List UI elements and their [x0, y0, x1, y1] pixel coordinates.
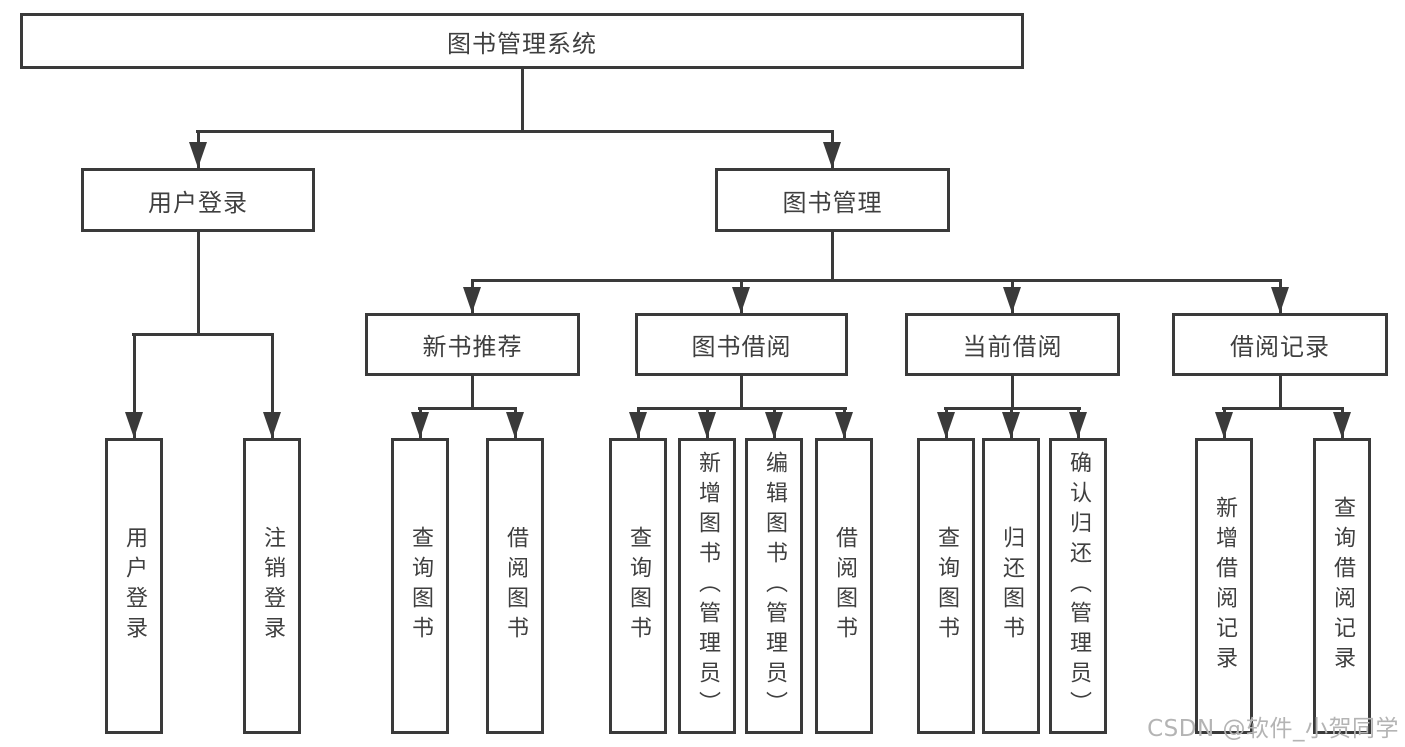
node-new-book-recommend-label: 新书推荐 [422, 333, 523, 361]
connector-new-book-recommend-stem [471, 376, 474, 410]
arrowhead-user-login [189, 142, 207, 168]
node-user-login: 用户登录 [81, 168, 315, 232]
arrowhead-book-management [823, 142, 841, 168]
connector-new-book-recommend-branch [418, 407, 517, 410]
arrowhead-recommend-borrow [506, 412, 524, 438]
connector-root-stem [521, 69, 524, 133]
node-new-book-recommend: 新书推荐 [365, 313, 580, 376]
leaf-current-return-book: 归还图书 [982, 438, 1040, 734]
node-book-management: 图书管理 [715, 168, 950, 232]
connector-book-borrow-stem [740, 376, 743, 410]
leaf-current-confirm-return-label: 确认归还（管理员） [1066, 451, 1091, 721]
arrowhead-leaf-logout [263, 412, 281, 438]
connector-borrow-record-stem [1279, 376, 1282, 410]
leaf-current-query-book-label: 查询图书 [934, 526, 959, 646]
leaf-borrow-add-book-label: 新增图书（管理员） [695, 451, 720, 721]
connector-current-borrow-stem [1011, 376, 1014, 410]
arrowhead-current-return [1002, 412, 1020, 438]
leaf-record-add-record-label: 新增借阅记录 [1212, 496, 1237, 676]
node-book-borrow: 图书借阅 [635, 313, 848, 376]
connector-user-login-branch [132, 333, 274, 336]
connector-arrow-leaf-logout-line [271, 333, 274, 438]
arrowhead-borrow-borrow [835, 412, 853, 438]
leaf-record-add-record: 新增借阅记录 [1195, 438, 1253, 734]
node-borrow-record: 借阅记录 [1172, 313, 1388, 376]
node-root-label: 图书管理系统 [447, 29, 597, 58]
arrowhead-current-confirm [1069, 412, 1087, 438]
arrowhead-recommend-query [411, 412, 429, 438]
connector-root-branch [196, 130, 834, 133]
leaf-borrow-borrow-book-label: 借阅图书 [832, 526, 857, 646]
csdn-watermark: CSDN @软件_小贺同学 [1147, 716, 1399, 742]
connector-book-borrow-branch [637, 407, 847, 410]
leaf-current-query-book: 查询图书 [917, 438, 975, 734]
node-user-login-label: 用户登录 [148, 188, 248, 217]
arrowhead-borrow-edit [765, 412, 783, 438]
leaf-borrow-edit-book: 编辑图书（管理员） [745, 438, 803, 734]
leaf-recommend-query-book: 查询图书 [391, 438, 449, 734]
leaf-user-login-label: 用户登录 [122, 526, 147, 646]
node-current-borrow: 当前借阅 [905, 313, 1120, 376]
node-borrow-record-label: 借阅记录 [1230, 333, 1330, 361]
connector-book-management-stem [831, 232, 834, 282]
leaf-record-query-record: 查询借阅记录 [1313, 438, 1371, 734]
leaf-current-return-book-label: 归还图书 [999, 526, 1024, 646]
leaf-recommend-borrow-book: 借阅图书 [486, 438, 544, 734]
connector-borrow-record-branch [1222, 407, 1344, 410]
connector-user-login-stem [197, 232, 200, 336]
node-book-borrow-label: 图书借阅 [691, 333, 792, 361]
arrowhead-current-borrow [1003, 287, 1021, 313]
leaf-borrow-query-book: 查询图书 [609, 438, 667, 734]
leaf-borrow-edit-book-label: 编辑图书（管理员） [762, 451, 787, 721]
arrowhead-current-query [937, 412, 955, 438]
connector-arrow-leaf-user-login-line [133, 333, 136, 438]
arrowhead-borrow-query [629, 412, 647, 438]
leaf-recommend-borrow-book-label: 借阅图书 [503, 526, 528, 646]
leaf-logout-label: 注销登录 [260, 526, 285, 646]
leaf-borrow-query-book-label: 查询图书 [626, 526, 651, 646]
node-current-borrow-label: 当前借阅 [962, 333, 1063, 361]
arrowhead-record-add [1215, 412, 1233, 438]
leaf-borrow-add-book: 新增图书（管理员） [678, 438, 736, 734]
leaf-record-query-record-label: 查询借阅记录 [1330, 496, 1355, 676]
connector-book-management-branch [471, 279, 1282, 282]
leaf-user-login: 用户登录 [105, 438, 163, 734]
leaf-current-confirm-return: 确认归还（管理员） [1049, 438, 1107, 734]
node-root: 图书管理系统 [20, 13, 1024, 69]
arrowhead-new-book-recommend [463, 287, 481, 313]
leaf-borrow-borrow-book: 借阅图书 [815, 438, 873, 734]
arrowhead-leaf-user-login [125, 412, 143, 438]
arrowhead-borrow-add [698, 412, 716, 438]
arrowhead-borrow-record [1271, 287, 1289, 313]
arrowhead-book-borrow [732, 287, 750, 313]
node-book-management-label: 图书管理 [782, 188, 883, 217]
leaf-recommend-query-book-label: 查询图书 [408, 526, 433, 646]
leaf-logout: 注销登录 [243, 438, 301, 734]
arrowhead-record-query [1333, 412, 1351, 438]
